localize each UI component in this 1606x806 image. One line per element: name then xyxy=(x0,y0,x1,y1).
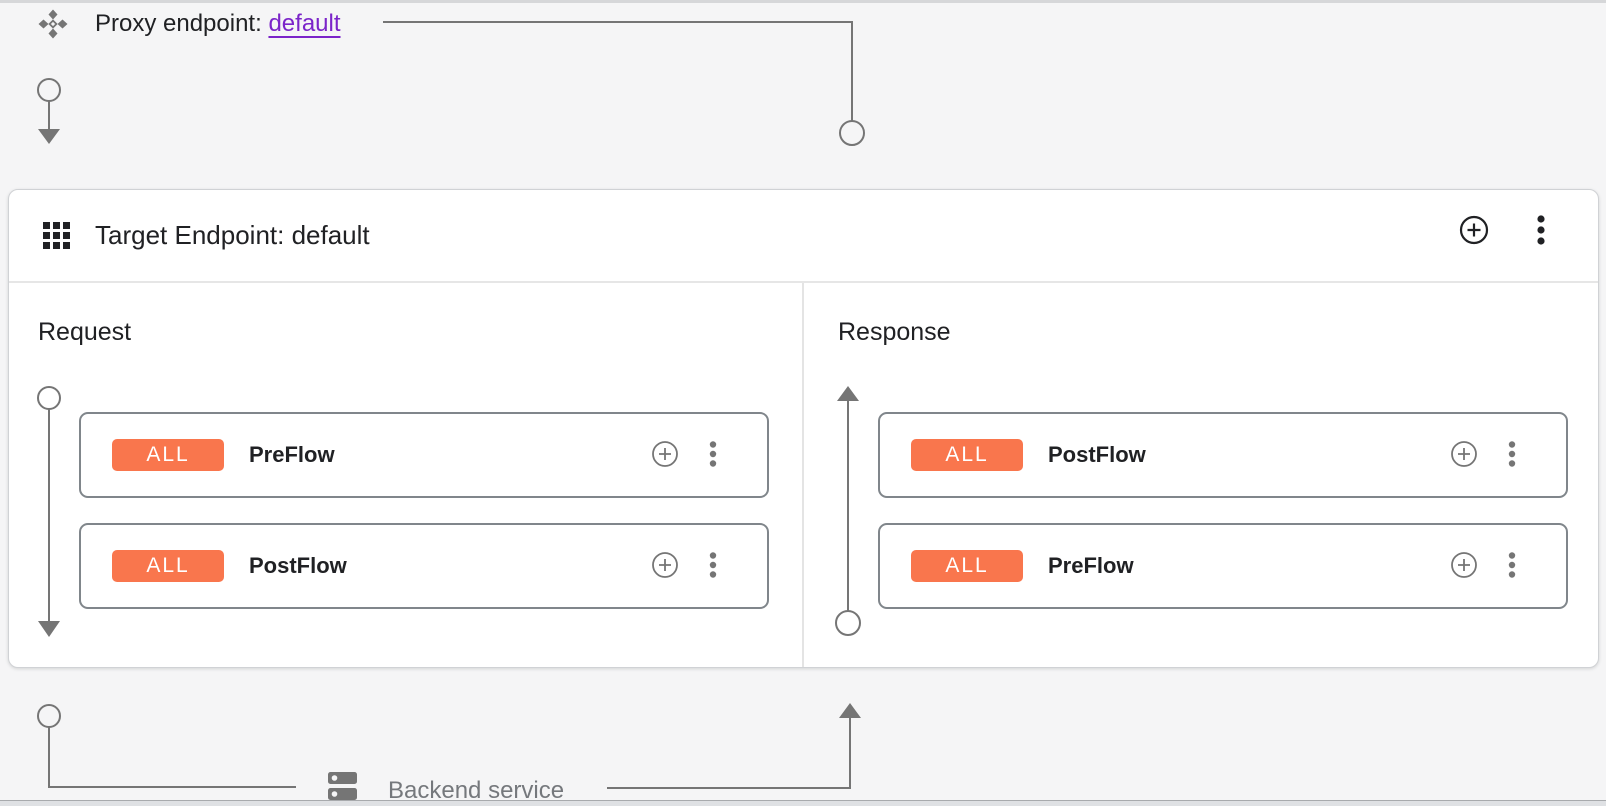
proxy-endpoint-icon xyxy=(37,8,69,45)
add-policy-button[interactable] xyxy=(651,551,679,582)
proxy-endpoint-label: Proxy endpoint: xyxy=(95,10,262,37)
card-header-divider xyxy=(9,281,1598,283)
kebab-menu-icon xyxy=(1508,440,1516,470)
proxy-to-target-connector xyxy=(383,21,865,146)
flow-name: PostFlow xyxy=(249,553,347,578)
flow-row-request-postflow[interactable]: ALL PostFlow xyxy=(79,523,769,609)
flow-row-response-postflow[interactable]: ALL PostFlow xyxy=(878,412,1568,498)
plus-circle-icon xyxy=(1450,551,1478,582)
flow-name: PreFlow xyxy=(1048,553,1134,578)
kebab-menu-icon xyxy=(1536,214,1546,248)
backend-service-label: Backend service xyxy=(388,777,565,804)
proxy-flow-start-marker xyxy=(37,78,61,144)
flow-name: PreFlow xyxy=(249,442,335,467)
plus-circle-icon xyxy=(1450,440,1478,471)
grid-icon xyxy=(43,222,70,254)
plus-circle-icon xyxy=(651,551,679,582)
flow-condition-badge: ALL xyxy=(911,439,1023,471)
flow-condition-badge: ALL xyxy=(112,439,224,471)
flow-name: PostFlow xyxy=(1048,442,1146,467)
proxy-endpoint-link[interactable]: default xyxy=(268,10,341,37)
flow-menu-button[interactable] xyxy=(1508,551,1516,581)
flow-menu-button[interactable] xyxy=(1508,440,1516,470)
flow-row-response-preflow[interactable]: ALL PreFlow xyxy=(878,523,1568,609)
backend-to-response-connector xyxy=(607,703,861,789)
request-response-divider xyxy=(802,283,804,667)
flow-menu-button[interactable] xyxy=(709,551,717,581)
target-endpoint-title: Target Endpoint: default xyxy=(95,220,370,250)
add-policy-button[interactable] xyxy=(1450,551,1478,582)
flow-row-request-preflow[interactable]: ALL PreFlow xyxy=(79,412,769,498)
kebab-menu-icon xyxy=(1508,551,1516,581)
flow-condition-badge: ALL xyxy=(112,550,224,582)
plus-circle-icon xyxy=(1458,214,1490,249)
kebab-menu-icon xyxy=(709,551,717,581)
request-panel-label: Request xyxy=(38,318,132,346)
more-options-button[interactable] xyxy=(1528,213,1554,249)
add-policy-button[interactable] xyxy=(1450,440,1478,471)
add-flow-button[interactable] xyxy=(1456,213,1492,249)
horizontal-scrollbar-track[interactable] xyxy=(0,800,1606,806)
proxy-endpoint-row: Proxy endpoint: default xyxy=(95,8,341,40)
window-top-border xyxy=(0,0,1606,3)
target-to-backend-connector xyxy=(37,704,296,788)
flow-menu-button[interactable] xyxy=(709,440,717,470)
response-panel-label: Response xyxy=(838,318,951,346)
kebab-menu-icon xyxy=(709,440,717,470)
flow-condition-badge: ALL xyxy=(911,550,1023,582)
backend-service-icon xyxy=(328,770,358,806)
add-policy-button[interactable] xyxy=(651,440,679,471)
plus-circle-icon xyxy=(651,440,679,471)
